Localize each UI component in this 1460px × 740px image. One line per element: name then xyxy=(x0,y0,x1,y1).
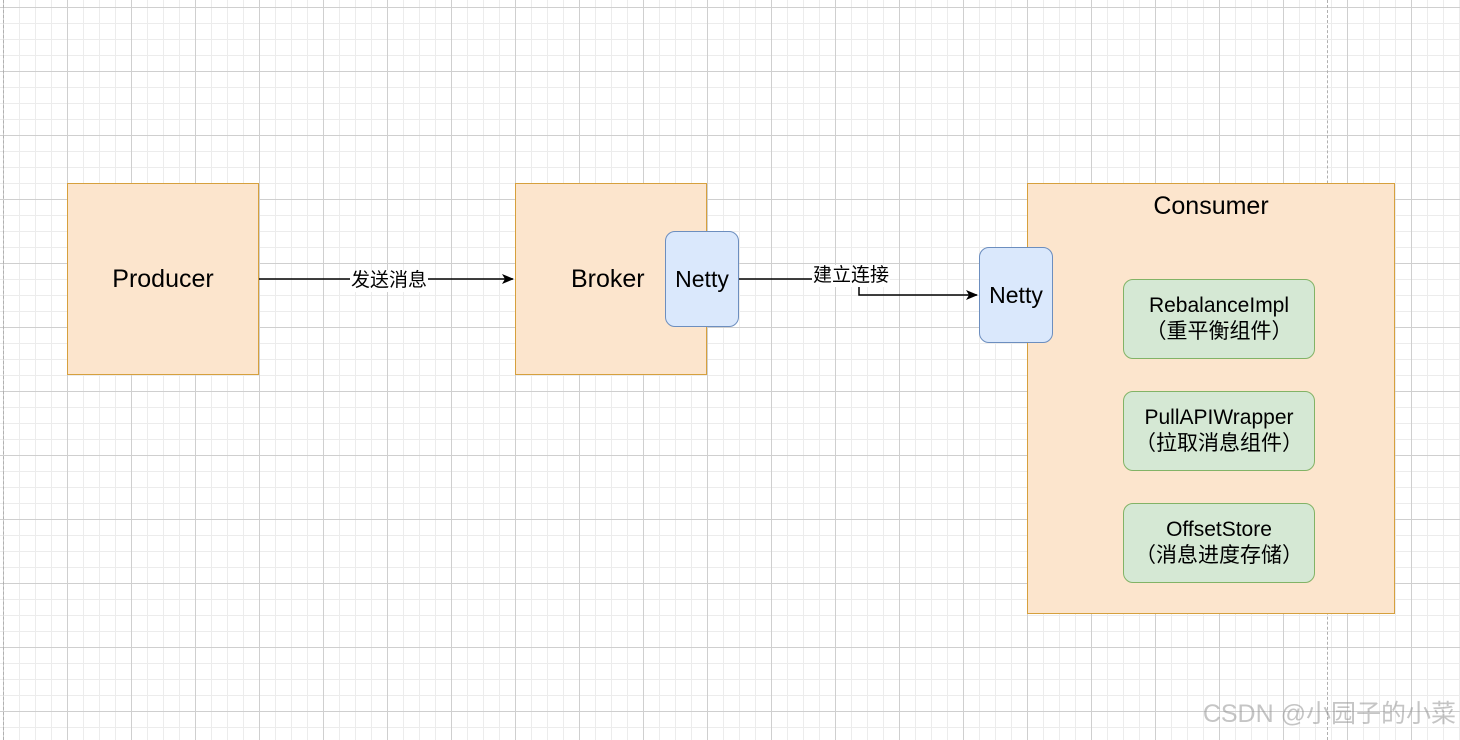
consumer-netty-label: Netty xyxy=(989,281,1043,308)
broker-netty-node[interactable]: Netty xyxy=(665,231,739,327)
pull-api-wrapper-node[interactable]: PullAPIWrapper （拉取消息组件） xyxy=(1123,391,1315,471)
broker-netty-label: Netty xyxy=(675,265,729,292)
rebalance-impl-name: RebalanceImpl xyxy=(1148,294,1290,317)
offset-store-name: OffsetStore xyxy=(1166,518,1272,541)
rebalance-impl-desc: （重平衡组件） xyxy=(1145,320,1293,343)
edge-label-establish-connection: 建立连接 xyxy=(812,265,891,287)
page-boundary-left xyxy=(3,0,4,740)
edge-label-send-message: 发送消息 xyxy=(350,270,429,292)
consumer-label: Consumer xyxy=(1153,192,1269,220)
pull-api-wrapper-desc: （拉取消息组件） xyxy=(1135,432,1303,455)
producer-node[interactable]: Producer xyxy=(67,183,259,375)
consumer-netty-node[interactable]: Netty xyxy=(979,247,1053,343)
rebalance-impl-node[interactable]: RebalanceImpl （重平衡组件） xyxy=(1123,279,1315,359)
producer-label: Producer xyxy=(112,264,214,293)
pull-api-wrapper-name: PullAPIWrapper xyxy=(1144,406,1294,429)
watermark: CSDN @小园子的小菜 xyxy=(1202,700,1456,728)
offset-store-node[interactable]: OffsetStore （消息进度存储） xyxy=(1123,503,1315,583)
broker-label: Broker xyxy=(571,264,645,293)
offset-store-desc: （消息进度存储） xyxy=(1135,544,1303,567)
